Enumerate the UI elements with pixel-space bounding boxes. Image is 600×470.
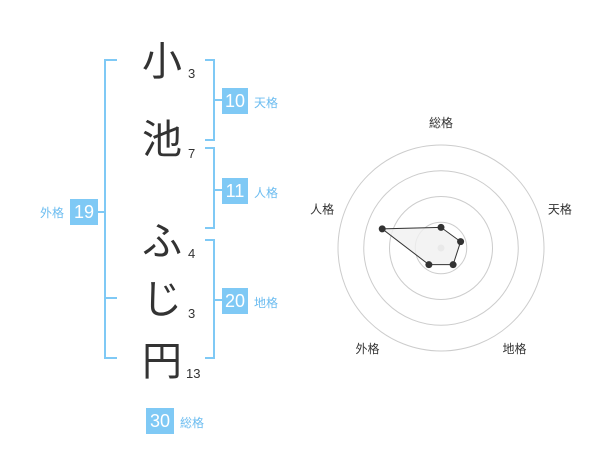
stroke-count-2: 7 <box>188 146 196 161</box>
radar-point-1 <box>437 223 445 231</box>
stroke-count-5: 13 <box>186 366 201 381</box>
jinkaku-label: 人格 <box>254 186 279 200</box>
soukaku-label: 総格 <box>180 416 205 430</box>
tenkaku-label: 天格 <box>254 96 279 110</box>
radar-point-5 <box>378 225 386 233</box>
radar-point-4 <box>425 261 433 269</box>
stroke-count-4: 3 <box>188 306 196 321</box>
radar-point-2 <box>457 238 465 246</box>
gaikaku-bracket <box>104 59 117 359</box>
name-char-3: ふ <box>142 219 182 265</box>
name-char-1: 小 <box>142 39 182 85</box>
chikaku-label: 地格 <box>254 296 279 310</box>
name-char-4: じ <box>142 277 182 323</box>
name-char-2: 池 <box>142 117 182 163</box>
name-char-5: 円 <box>142 339 182 385</box>
radar-value-polygon <box>380 226 462 266</box>
radar-axis-label-1: 総格 <box>429 115 453 130</box>
radar-point-3 <box>449 261 457 269</box>
radar-ring <box>363 170 519 326</box>
gaikaku-label: 外格 <box>40 206 65 220</box>
radar-axis-label-5: 人格 <box>310 201 334 216</box>
jinkaku-value: 11 <box>222 178 248 204</box>
gaikaku-value: 19 <box>70 199 98 225</box>
tenkaku-value: 10 <box>222 88 248 114</box>
stroke-count-1: 3 <box>188 66 196 81</box>
soukaku-value: 30 <box>146 408 174 434</box>
stroke-count-3: 4 <box>188 246 196 261</box>
radar-ring <box>337 144 545 352</box>
chikaku-value: 20 <box>222 288 248 314</box>
jinkaku-bracket <box>205 147 215 229</box>
radar-axis-label-3: 地格 <box>502 341 526 356</box>
radar-ring <box>389 196 493 300</box>
radar-axis-label-4: 外格 <box>356 341 380 356</box>
radar-axis-label-2: 天格 <box>548 201 572 216</box>
